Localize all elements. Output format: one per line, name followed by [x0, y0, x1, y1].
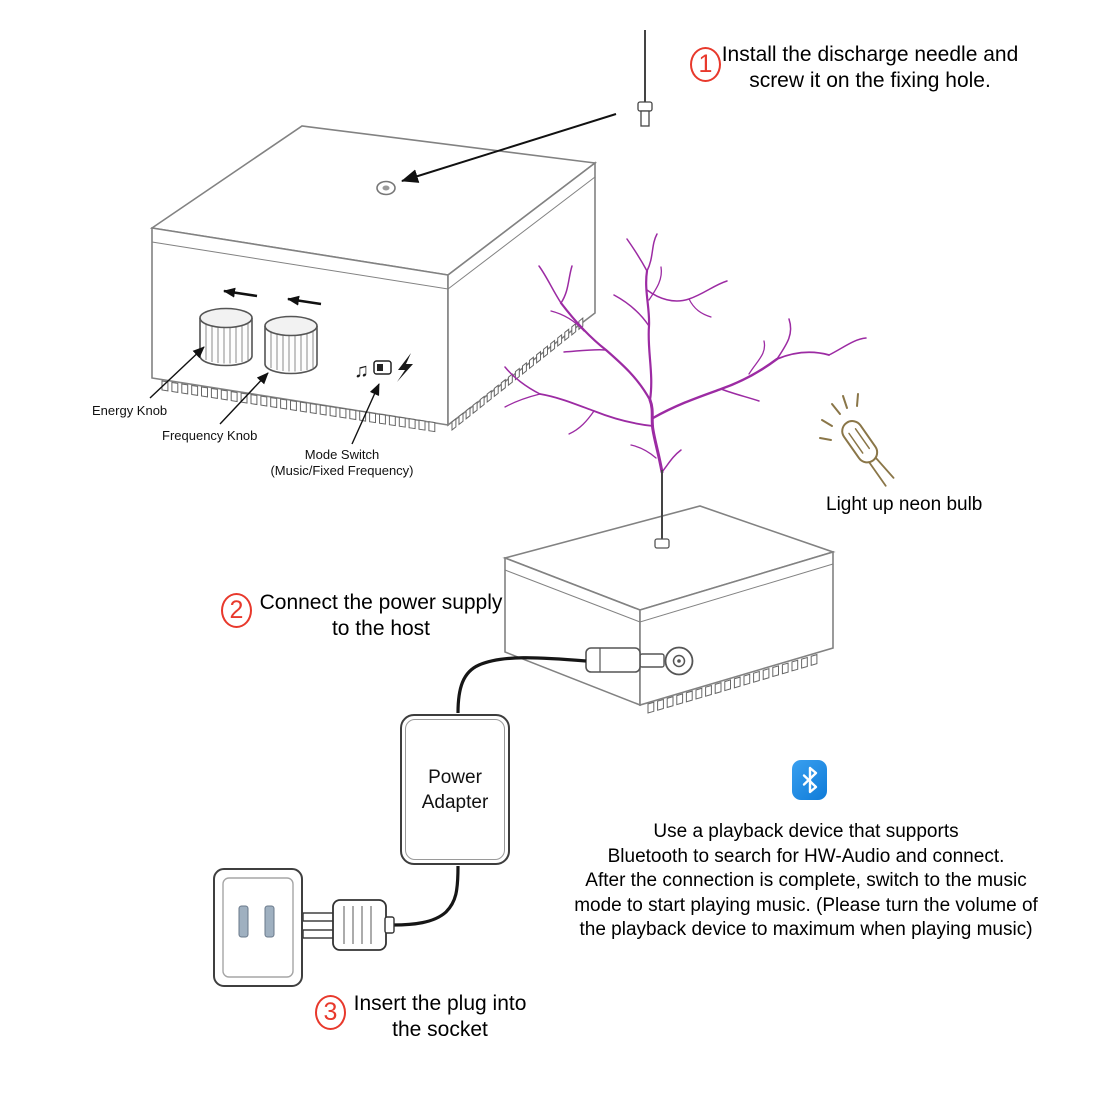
mode-switch-label-line2: (Music/Fixed Frequency) — [270, 463, 414, 478]
energy-knob-label: Energy Knob — [92, 403, 168, 418]
energy-knob-control[interactable] — [199, 307, 253, 367]
music-note-icon: ♫ — [354, 360, 369, 382]
wall-plug[interactable] — [302, 899, 395, 951]
socket-slot-left — [238, 905, 249, 938]
host-box-seam — [504, 563, 834, 623]
plug-cable-neck — [384, 916, 395, 934]
plasma-discharge — [504, 233, 867, 474]
step1-line1: Install the discharge needle and — [721, 43, 1019, 66]
plug-prong-top — [302, 912, 335, 922]
wall-socket[interactable] — [213, 868, 303, 987]
mode-switch-arrow — [351, 383, 380, 445]
neon-rays — [819, 393, 859, 441]
frequency-knob-rotate-arrow — [287, 295, 322, 306]
bt-line-4: mode to start playing music. (Please tur… — [574, 894, 1038, 916]
energy-knob-rotate-arrow — [223, 287, 258, 298]
power-adapter-label-line2: Adapter — [421, 791, 489, 813]
mode-switch-icon[interactable] — [373, 360, 392, 375]
knob-knurling — [205, 322, 249, 364]
frequency-knob-control[interactable] — [264, 315, 318, 375]
plug-ribs — [343, 906, 372, 944]
main-box-seam — [151, 176, 596, 290]
fixing-hole-center — [382, 185, 390, 191]
step2-badge: 2 — [221, 593, 252, 628]
power-adapter: Power Adapter — [400, 714, 510, 865]
discharge-needle[interactable] — [637, 30, 653, 127]
heatsink-fins-front — [161, 380, 436, 433]
step2-text: Connect the power supply to the host — [248, 590, 514, 642]
step3-badge: 3 — [315, 995, 346, 1030]
host-heatsink-fins — [647, 653, 818, 714]
mode-switch-label: Mode Switch (Music/Fixed Frequency) — [254, 447, 430, 479]
frequency-knob-arrow — [219, 372, 269, 425]
bluetooth-instructions: Use a playback device that supports Blue… — [548, 820, 1064, 943]
bt-line-3: After the connection is complete, switch… — [585, 870, 1027, 891]
host-box — [502, 505, 836, 707]
step3-line2: the socket — [392, 1018, 488, 1041]
dc-jack[interactable] — [664, 646, 694, 676]
bt-line-2: Bluetooth to search for HW-Audio and con… — [607, 845, 1005, 867]
plug-prong-bottom — [302, 929, 335, 939]
bluetooth-icon — [792, 760, 827, 800]
plug-body — [332, 899, 387, 951]
power-cable-upper — [456, 656, 587, 714]
step1-badge: 1 — [690, 47, 721, 82]
neon-bulb-icon — [819, 393, 895, 487]
frequency-knob-label: Frequency Knob — [162, 428, 258, 443]
mode-switch-label-line1: Mode Switch — [304, 447, 380, 462]
main-box-right-face — [447, 161, 596, 427]
bt-line-5: the playback device to maximum when play… — [579, 919, 1033, 940]
host-needle — [654, 470, 670, 549]
energy-knob-arrow — [149, 346, 205, 399]
socket-slot-right — [264, 905, 275, 938]
install-arrow — [401, 113, 617, 183]
step1-text: Install the discharge needle and screw i… — [714, 42, 1026, 94]
power-cable-lower — [392, 865, 460, 927]
power-adapter-label-line1: Power — [428, 766, 482, 788]
step2-line1: Connect the power supply — [259, 591, 503, 614]
step2-line2: to the host — [331, 617, 431, 640]
bluetooth-rune — [802, 766, 817, 794]
lightning-bolt-icon — [397, 353, 413, 382]
heatsink-fins-right — [451, 317, 584, 432]
neon-glass — [841, 420, 895, 487]
step1-line2: screw it on the fixing hole. — [749, 69, 991, 92]
step3-line1: Insert the plug into — [353, 992, 527, 1015]
dc-plug[interactable] — [585, 647, 665, 673]
main-box — [149, 125, 598, 427]
bt-line-1: Use a playback device that supports — [653, 821, 959, 842]
neon-bulb-label: Light up neon bulb — [826, 494, 983, 515]
step3-text: Insert the plug into the socket — [340, 991, 540, 1043]
